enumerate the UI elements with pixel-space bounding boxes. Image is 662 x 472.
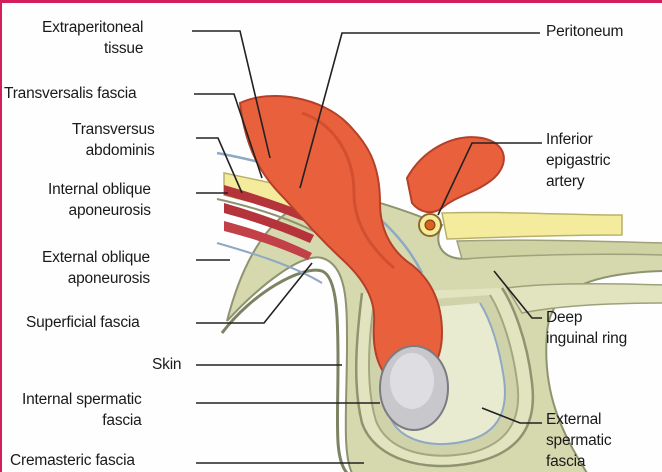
label-cremasteric-fascia: Cremasteric fascia: [10, 450, 135, 471]
label-skin: Skin: [152, 354, 181, 375]
label-inferior-epigastric-artery: Inferior epigastric artery: [546, 129, 610, 192]
testis-highlight: [390, 353, 434, 409]
label-external-spermatic-fascia: External spermatic fascia: [546, 409, 611, 472]
label-transversus-abdominis: Transversus abdominis: [72, 119, 155, 161]
label-extraperitoneal-tissue: Extraperitoneal tissue: [42, 17, 143, 59]
extraperitoneal-fat-right: [442, 212, 622, 239]
label-peritoneum: Peritoneum: [546, 21, 623, 42]
label-deep-inguinal-ring: Deep inguinal ring: [546, 307, 627, 349]
label-transversalis-fascia: Transversalis fascia: [4, 83, 136, 104]
muscle-right-lobe: [407, 137, 504, 212]
artery-cross-section-icon: [419, 214, 441, 236]
label-external-oblique-aponeurosis: External oblique aponeurosis: [42, 247, 150, 289]
label-superficial-fascia: Superficial fascia: [26, 312, 140, 333]
label-internal-spermatic-fascia: Internal spermatic fascia: [22, 389, 142, 431]
label-internal-oblique-aponeurosis: Internal oblique aponeurosis: [48, 179, 151, 221]
